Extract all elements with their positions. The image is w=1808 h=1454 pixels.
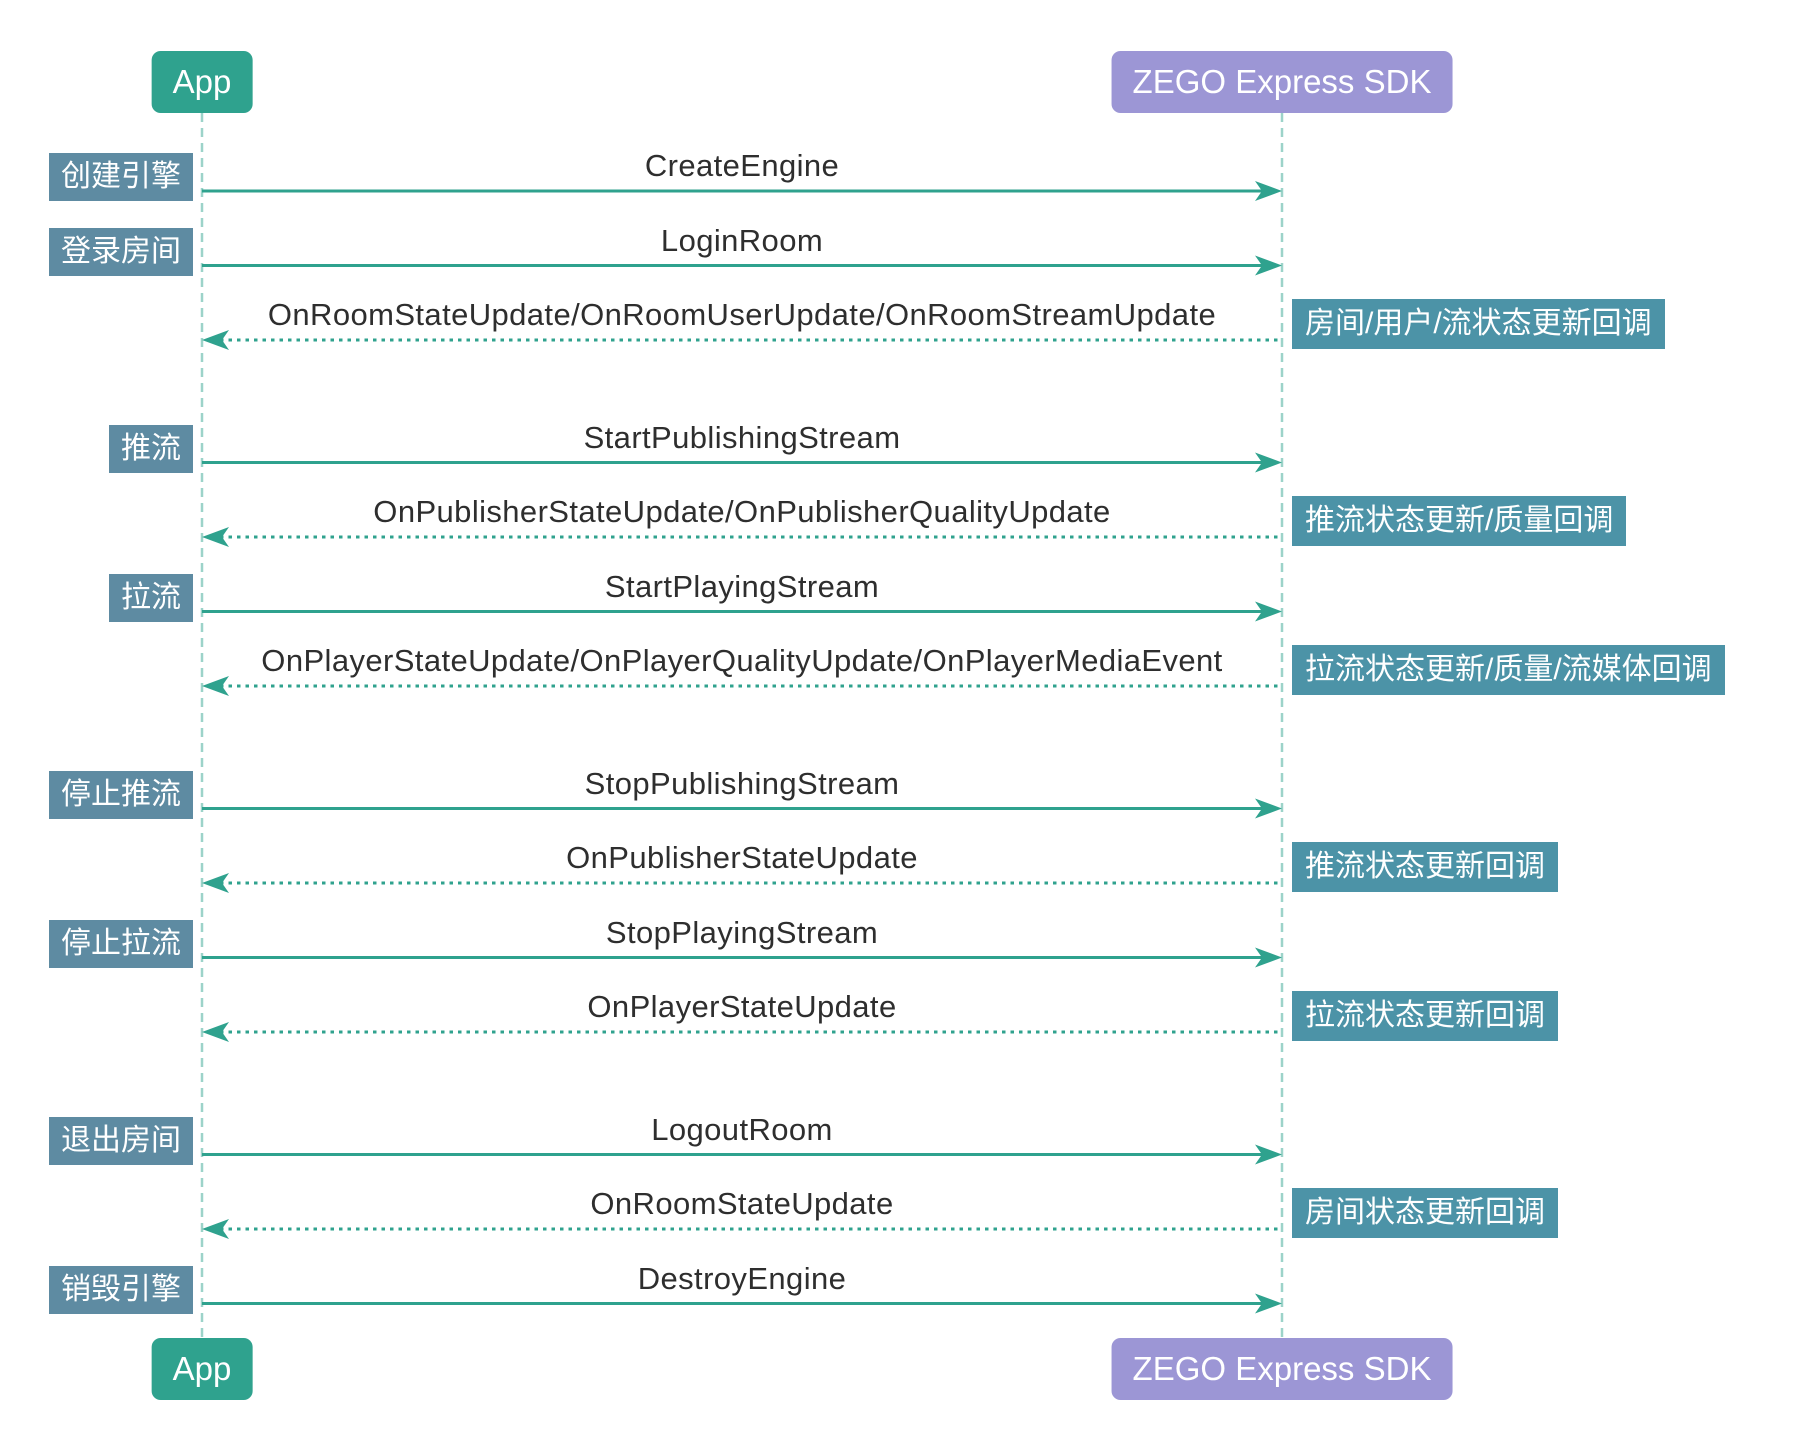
step-label: 退出房间	[49, 1116, 193, 1165]
arrowhead-right-icon	[1255, 798, 1282, 819]
arrowhead-right-icon	[1255, 452, 1282, 473]
participant-sdk-top: ZEGO Express SDK	[1111, 51, 1453, 113]
arrowhead-left-icon	[202, 1219, 229, 1239]
step-label: 销毁引擎	[49, 1265, 193, 1314]
step-label: 拉流	[109, 573, 193, 622]
participant-sdk-bottom: ZEGO Express SDK	[1111, 1338, 1453, 1400]
step-label: 登录房间	[49, 227, 193, 276]
arrowhead-left-icon	[202, 676, 229, 696]
arrowhead-left-icon	[202, 1022, 229, 1042]
message-label: OnPlayerStateUpdate/OnPlayerQualityUpdat…	[261, 643, 1223, 678]
callback-label: 房间/用户/流状态更新回调	[1292, 299, 1665, 349]
arrowhead-left-icon	[202, 330, 229, 350]
message-label: OnPublisherStateUpdate	[566, 840, 918, 875]
message-label: OnRoomStateUpdate	[590, 1186, 894, 1221]
callback-label: 拉流状态更新/质量/流媒体回调	[1292, 645, 1725, 695]
message-label: LogoutRoom	[651, 1111, 833, 1147]
arrowhead-right-icon	[1255, 601, 1282, 622]
step-label: 推流	[109, 424, 193, 473]
step-label: 停止拉流	[49, 919, 193, 968]
callback-label: 房间状态更新回调	[1292, 1188, 1558, 1238]
arrowhead-right-icon	[1255, 181, 1282, 201]
message-label: OnPlayerStateUpdate	[587, 989, 897, 1024]
arrowhead-right-icon	[1255, 947, 1282, 968]
message-label: StopPublishingStream	[584, 765, 900, 801]
arrowhead-right-icon	[1255, 255, 1282, 276]
callback-label: 推流状态更新/质量回调	[1292, 496, 1627, 546]
message-label: OnRoomStateUpdate/OnRoomUserUpdate/OnRoo…	[267, 297, 1217, 332]
message-label: DestroyEngine	[637, 1260, 847, 1296]
participant-app-top: App	[151, 51, 253, 113]
participant-app-bottom: App	[151, 1338, 253, 1400]
step-label: 创建引擎	[49, 153, 193, 201]
message-label: OnPublisherStateUpdate/OnPublisherQualit…	[373, 494, 1111, 529]
step-label: 停止推流	[49, 770, 193, 819]
message-label: CreateEngine	[644, 148, 840, 183]
arrowhead-right-icon	[1255, 1144, 1282, 1165]
arrowhead-right-icon	[1255, 1293, 1282, 1314]
message-label: LoginRoom	[660, 222, 824, 258]
callback-label: 拉流状态更新回调	[1292, 991, 1558, 1041]
arrowhead-left-icon	[202, 873, 229, 893]
arrowhead-left-icon	[202, 527, 229, 547]
message-label: StartPublishingStream	[583, 419, 901, 455]
callback-label: 推流状态更新回调	[1292, 842, 1558, 892]
message-label: StartPlayingStream	[604, 568, 880, 604]
message-label: StopPlayingStream	[605, 914, 879, 950]
